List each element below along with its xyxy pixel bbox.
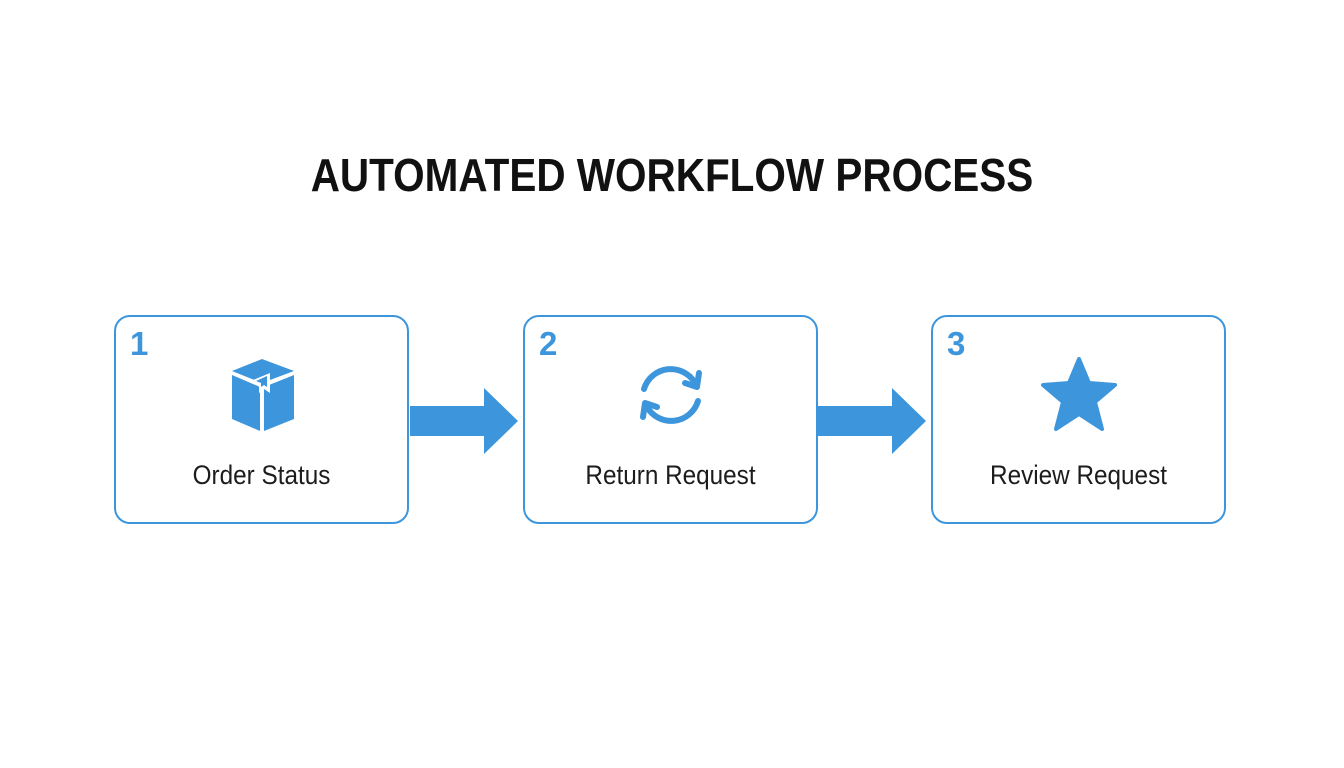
step-label: Order Status bbox=[192, 460, 331, 490]
arrow-right-icon bbox=[818, 388, 926, 454]
arrow-right-icon bbox=[410, 388, 518, 454]
refresh-icon bbox=[629, 353, 713, 437]
step-number: 3 bbox=[947, 325, 966, 362]
star-icon bbox=[1037, 353, 1121, 437]
page-title: AUTOMATED WORKFLOW PROCESS bbox=[310, 149, 1034, 201]
step-card-order-status: 1 Order Status bbox=[114, 315, 409, 524]
step-number: 1 bbox=[130, 325, 149, 362]
step-label: Review Request bbox=[990, 460, 1167, 490]
step-number: 2 bbox=[539, 325, 558, 362]
step-card-review-request: 3 Review Request bbox=[931, 315, 1226, 524]
step-card-return-request: 2 Return Request bbox=[523, 315, 818, 524]
step-label: Return Request bbox=[585, 460, 756, 490]
box-icon bbox=[220, 353, 304, 437]
